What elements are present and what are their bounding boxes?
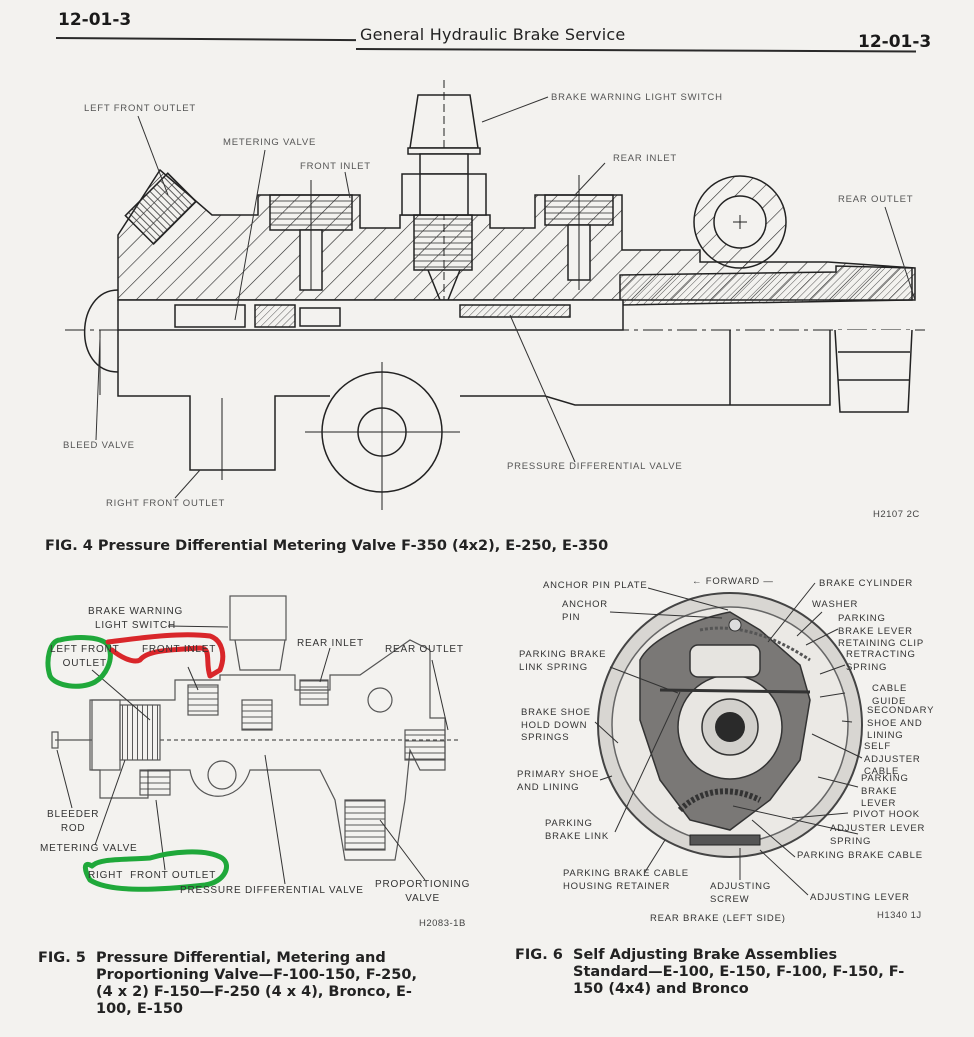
- page-number-right: 12-01-3: [858, 32, 932, 52]
- fig4-label-left-front-outlet: LEFT FRONT OUTLET: [84, 103, 196, 114]
- fig6-label-forward: ← FORWARD —: [692, 576, 774, 587]
- fig4-label-pressure-differential-valve: PRESSURE DIFFERENTIAL VALVE: [507, 461, 683, 472]
- fig6-label-self-adjuster-cable: SELF ADJUSTER CABLE: [864, 741, 921, 777]
- fig6-label-parking-brake-cable: PARKING BRAKE CABLE: [797, 850, 923, 861]
- fig4-label-bleed-valve: BLEED VALVE: [63, 440, 135, 451]
- fig6-label-cable-guide: CABLE GUIDE: [872, 683, 908, 707]
- fig4-drawing-code: H2107 2C: [873, 509, 920, 520]
- fig6-label-rear-brake-left-side: REAR BRAKE (LEFT SIDE): [650, 913, 786, 924]
- fig5-caption-line: Proportioning Valve—F-100-150, F-250,: [96, 967, 417, 983]
- fig5-caption-line: (4 x 2) F-150—F-250 (4 x 4), Bronco, E-: [96, 984, 412, 1000]
- fig6-label-brake-cylinder: BRAKE CYLINDER: [819, 578, 914, 589]
- fig6-label-washer: WASHER: [812, 599, 859, 610]
- fig6-label-anchor-pin-plate: ANCHOR PIN PLATE: [543, 580, 648, 591]
- fig6-label-parking-brake-link: PARKING BRAKE LINK: [545, 818, 609, 842]
- fig6-label-primary-shoe-and-lining: PRIMARY SHOE AND LINING: [517, 769, 600, 793]
- fig6-label-parking-brake-link-spring: PARKING BRAKE LINK SPRING: [519, 649, 607, 673]
- fig5-label-proportioning-valve: PROPORTIONING VALVE: [375, 879, 471, 904]
- fig6-label-adjusting-screw: ADJUSTING SCREW: [710, 881, 772, 905]
- fig6-label-brake-shoe-hold-down-springs: BRAKE SHOE HOLD DOWN SPRINGS: [521, 707, 591, 743]
- fig6-caption: FIG. 6 Self Adjusting Brake Assemblies S…: [515, 947, 965, 998]
- fig6-caption-line: Standard—E-100, E-150, F-100, F-150, F-: [573, 964, 905, 980]
- fig5-drawing-code: H2083-1B: [419, 918, 466, 929]
- fig5-label-rear-inlet: REAR INLET: [297, 638, 364, 649]
- fig5-label-brake-warning-light-switch: BRAKE WARNING LIGHT SWITCH: [88, 606, 184, 631]
- fig5-label-right-front-outlet: RIGHT FRONT OUTLET: [88, 870, 217, 881]
- header-rule-left: [55, 37, 356, 42]
- fig4-caption: FIG. 4 Pressure Differential Metering Va…: [45, 538, 608, 555]
- fig5-caption: FIG. 5 Pressure Differential, Metering a…: [38, 950, 498, 1018]
- fig5-label-left-front-outlet: LEFT FRONT OUTLET: [50, 644, 120, 669]
- fig6-label-anchor-pin: ANCHOR PIN: [562, 599, 608, 623]
- fig6-caption-line: 150 (4x4) and Bronco: [573, 981, 749, 997]
- fig6-label-adjusting-lever: ADJUSTING LEVER: [810, 892, 910, 903]
- fig4-label-rear-inlet: REAR INLET: [613, 153, 677, 164]
- fig4-label-right-front-outlet: RIGHT FRONT OUTLET: [106, 498, 226, 509]
- fig5-label-metering-valve: METERING VALVE: [40, 843, 138, 854]
- page-title: General Hydraulic Brake Service: [360, 25, 626, 44]
- fig5-label-bleeder-rod: BLEEDER ROD: [47, 809, 100, 834]
- fig5-label-pressure-differential-valve: PRESSURE DIFFERENTIAL VALVE: [180, 885, 364, 896]
- fig4-label-brake-warning-light-switch: BRAKE WARNING LIGHT SWITCH: [551, 92, 723, 103]
- fig4-caption-number: FIG. 4: [45, 538, 93, 554]
- fig4-label-metering-valve: METERING VALVE: [223, 137, 317, 148]
- fig4-label-rear-outlet: REAR OUTLET: [838, 194, 914, 205]
- header-rule-right: [355, 48, 916, 53]
- fig6-label-adjuster-lever-spring: ADJUSTER LEVER SPRING: [830, 823, 926, 847]
- fig6-label-parking-brake-lever: PARKING BRAKE LEVER: [861, 773, 909, 809]
- fig6-label-parking-brake-cable-housing-retainer: PARKING BRAKE CABLE HOUSING RETAINER: [563, 868, 689, 892]
- fig5-caption-line: 100, E-150: [96, 1001, 184, 1017]
- fig5-label-rear-outlet: REAR OUTLET: [385, 644, 464, 655]
- fig6-caption-line: Self Adjusting Brake Assemblies: [573, 947, 838, 963]
- fig6-label-parking-brake-lever-retaining-clip: PARKING BRAKE LEVER RETAINING CLIP: [838, 613, 924, 649]
- fig5-label-front-inlet: FRONT INLET: [142, 644, 217, 655]
- fig5-caption-line: Pressure Differential, Metering and: [96, 950, 386, 966]
- fig6-caption-number: FIG. 6: [515, 947, 563, 963]
- fig6-drawing-code: H1340 1J: [877, 910, 922, 921]
- fig5-caption-number: FIG. 5: [38, 950, 86, 966]
- fig4-caption-text: Pressure Differential Metering Valve F-3…: [97, 538, 609, 554]
- fig4-label-front-inlet: FRONT INLET: [300, 161, 371, 172]
- fig6-label-pivot-hook: PIVOT HOOK: [853, 809, 920, 820]
- page-number-left: 12-01-3: [58, 10, 132, 30]
- fig6-label-secondary-shoe-and-lining: SECONDARY SHOE AND LINING: [867, 705, 935, 741]
- fig6-label-retracting-spring: RETRACTING SPRING: [846, 649, 916, 673]
